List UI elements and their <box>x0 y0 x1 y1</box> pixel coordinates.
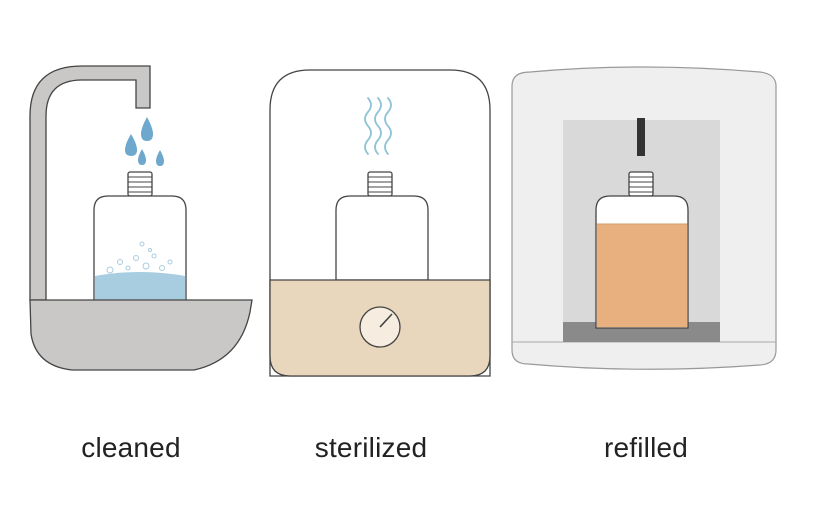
steam-icon <box>364 97 392 155</box>
bottle-icon <box>595 171 689 329</box>
water-drop-icon <box>125 117 164 166</box>
dial-icon <box>359 306 401 348</box>
step-label-cleaned: cleaned <box>81 432 181 463</box>
filling-nozzle-icon <box>637 118 645 156</box>
panel-sterilized <box>269 69 491 377</box>
bottle-icon <box>335 171 429 281</box>
basin <box>29 299 253 371</box>
step-label-refilled: refilled <box>603 432 689 463</box>
step-label-sterilized: sterilized <box>314 432 428 463</box>
bottle-icon <box>93 171 187 303</box>
faucet-icon <box>29 65 151 301</box>
panel-refilled <box>511 66 777 370</box>
panel-cleaned <box>29 65 253 371</box>
